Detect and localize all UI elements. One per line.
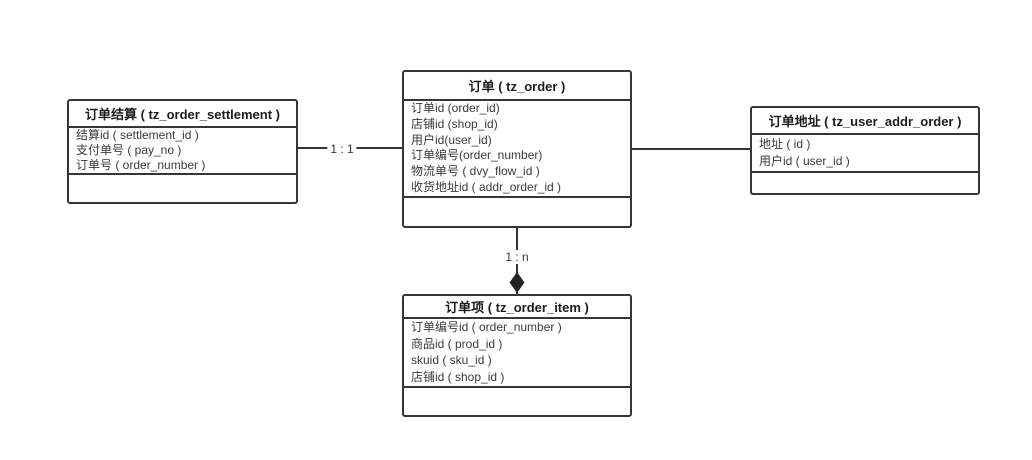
entity-field-list: 订单id (order_id) 店铺id (shop_id) 用户id(user… — [404, 101, 630, 198]
entity-footer — [69, 175, 296, 202]
cardinality-label-one-to-one: 1 : 1 — [327, 142, 357, 156]
entity-title: 订单 ( tz_order ) — [404, 72, 630, 101]
field-row: 结算id ( settlement_id ) — [76, 128, 199, 142]
entity-footer — [404, 388, 630, 415]
field-row: 商品id ( prod_id ) — [411, 336, 503, 351]
field-row: 用户id(user_id) — [411, 132, 492, 147]
field-row: 支付单号 ( pay_no ) — [76, 143, 182, 157]
entity-order-settlement: 订单结算 ( tz_order_settlement ) 结算id ( sett… — [67, 99, 298, 204]
field-row: 物流单号 ( dvy_flow_id ) — [411, 164, 540, 179]
entity-footer — [752, 173, 978, 193]
entity-field-list: 订单编号id ( order_number ) 商品id ( prod_id )… — [404, 319, 630, 388]
entity-title: 订单地址 ( tz_user_addr_order ) — [752, 108, 978, 135]
entity-title: 订单结算 ( tz_order_settlement ) — [69, 101, 296, 128]
entity-order: 订单 ( tz_order ) 订单id (order_id) 店铺id (sh… — [402, 70, 632, 228]
field-row: 地址 ( id ) — [759, 137, 811, 151]
diamond-arrow-icon — [509, 272, 525, 293]
field-row: skuid ( sku_id ) — [411, 353, 492, 368]
field-row: 店铺id (shop_id) — [411, 116, 498, 131]
field-row: 订单号 ( order_number ) — [76, 158, 206, 172]
entity-title: 订单项 ( tz_order_item ) — [404, 296, 630, 319]
field-row: 店铺id ( shop_id ) — [411, 370, 505, 385]
field-row: 订单id (order_id) — [411, 101, 500, 115]
entity-footer — [404, 198, 630, 226]
field-row: 收货地址id ( addr_order_id ) — [411, 179, 562, 194]
cardinality-label-one-to-many: 1 : n — [502, 250, 532, 264]
field-row: 订单编号(order_number) — [411, 148, 543, 163]
connector-order-addr — [632, 148, 750, 150]
entity-order-item: 订单项 ( tz_order_item ) 订单编号id ( order_num… — [402, 294, 632, 417]
field-row: 订单编号id ( order_number ) — [411, 320, 562, 334]
entity-field-list: 结算id ( settlement_id ) 支付单号 ( pay_no ) 订… — [69, 128, 296, 175]
entity-user-addr-order: 订单地址 ( tz_user_addr_order ) 地址 ( id ) 用户… — [750, 106, 980, 195]
field-row: 用户id ( user_id ) — [759, 153, 850, 168]
entity-field-list: 地址 ( id ) 用户id ( user_id ) — [752, 135, 978, 173]
